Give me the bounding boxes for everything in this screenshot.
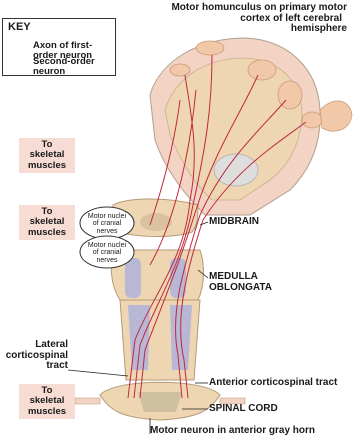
spinal-cord-label: SPINAL CORD: [209, 404, 278, 415]
key-title: KEY: [8, 21, 31, 33]
lateral-tract-label: Lateral corticospinal tract: [0, 340, 68, 372]
muscle-box-1: To skeletal muscles: [19, 138, 75, 173]
anterior-tract-label: Anterior corticospinal tract: [209, 378, 337, 389]
muscle-box-2: To skeletal muscles: [19, 205, 75, 240]
key-legend: KEY Axon of first-order neuron Second-or…: [2, 18, 116, 76]
homunculus-title: Motor homunculus on primary motor cortex…: [117, 3, 347, 35]
second-order-key-label: Second-order neuron: [33, 57, 113, 77]
nuclei-label-2: Motor nuclei of cranial nerves: [80, 242, 134, 264]
motor-neuron-label: Motor neuron in anterior gray horn: [150, 426, 315, 437]
nuclei-label-1: Motor nuclei of cranial nerves: [80, 213, 134, 235]
medulla-label: MEDULLA OBLONGATA: [209, 272, 272, 293]
midbrain-label: MIDBRAIN: [209, 217, 259, 228]
muscle-box-3: To skeletal muscles: [19, 384, 75, 419]
